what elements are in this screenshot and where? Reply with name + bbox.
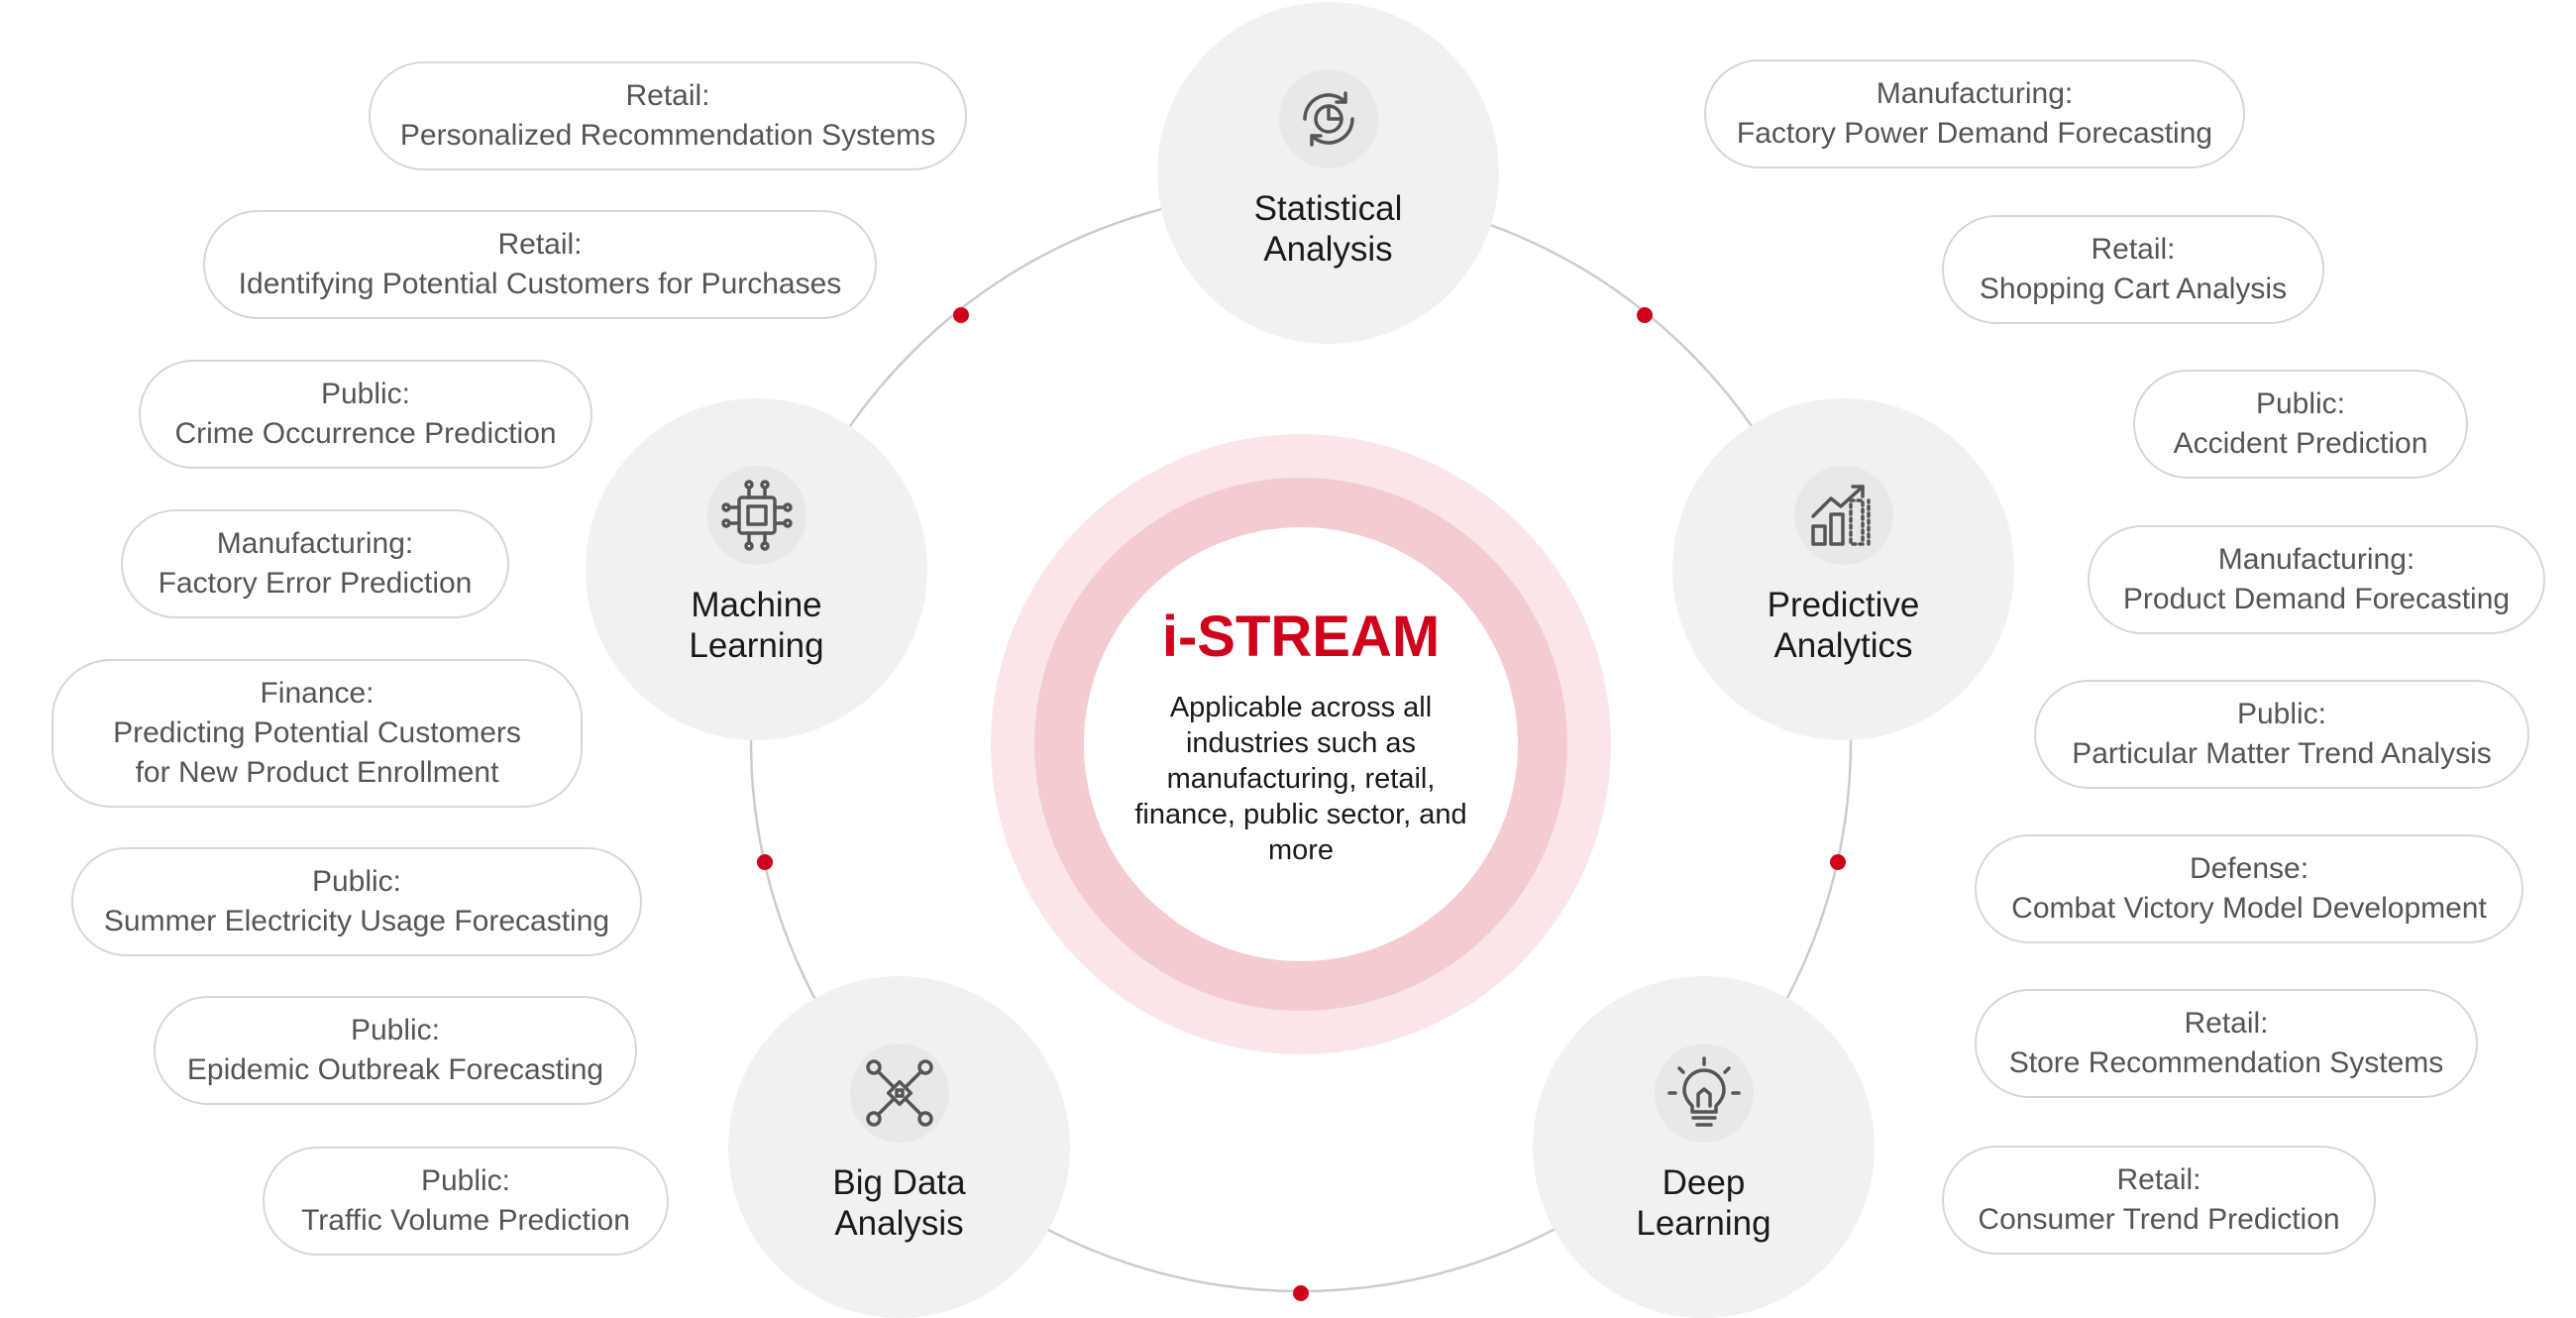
use-case-pill: Public: Traffic Volume Prediction <box>263 1147 669 1256</box>
center-description: Applicable across all industries such as… <box>1134 692 1467 866</box>
node-label: Statistical Analysis <box>1253 189 1403 269</box>
use-case-pill: Retail: Identifying Potential Customers … <box>203 210 877 319</box>
use-case-category: Retail: <box>497 228 583 261</box>
use-case-text: Epidemic Outbreak Forecasting <box>186 1053 604 1086</box>
use-case-text: Store Recommendation Systems <box>2008 1046 2444 1079</box>
node-label: Predictive Analytics <box>1767 586 1920 665</box>
use-case-text: Crime Occurrence Prediction <box>174 417 557 450</box>
use-case-category: Retail: <box>2091 233 2176 266</box>
lightbulb-icon <box>1654 1043 1754 1143</box>
use-case-pill: Defense: Combat Victory Model Developmen… <box>1975 834 2523 943</box>
network-nodes-icon <box>849 1043 949 1143</box>
node-label: Big Data Analysis <box>832 1163 966 1243</box>
use-case-category: Public: <box>320 378 411 410</box>
use-case-category: Retail: <box>625 79 710 112</box>
connector-dot <box>1637 307 1653 323</box>
use-case-category: Manufacturing: <box>1876 77 2074 110</box>
node-deep-learning: Deep Learning <box>1533 976 1875 1318</box>
use-case-pill: Public: Accident Prediction <box>2133 370 2468 479</box>
pie-chart-refresh-icon <box>1278 69 1378 168</box>
use-case-text: Factory Power Demand Forecasting <box>1736 117 2213 150</box>
use-case-category: Public: <box>420 1164 511 1197</box>
center-hub: i-STREAM Applicable across all industrie… <box>991 434 1611 1054</box>
use-case-text: Traffic Volume Prediction <box>301 1204 630 1237</box>
connector-dot <box>757 854 773 870</box>
connector-dot <box>1830 854 1846 870</box>
use-case-text: Combat Victory Model Development <box>2011 892 2487 925</box>
node-label: Deep Learning <box>1636 1163 1771 1243</box>
use-case-category: Public: <box>2255 387 2346 420</box>
use-case-text: Predicting Potential Customers for New P… <box>113 716 521 789</box>
use-case-text: Shopping Cart Analysis <box>1979 273 2288 305</box>
node-machine-learning: Machine Learning <box>586 398 927 740</box>
use-case-text: Consumer Trend Prediction <box>1978 1203 2340 1236</box>
connector-dot <box>1293 1285 1309 1301</box>
use-case-pill: Public: Crime Occurrence Prediction <box>139 360 592 469</box>
use-case-pill: Public: Particular Matter Trend Analysis <box>2034 680 2529 789</box>
use-case-text: Accident Prediction <box>2173 427 2428 460</box>
node-big-data-analysis: Big Data Analysis <box>728 976 1070 1318</box>
use-case-category: Public: <box>311 865 402 898</box>
node-label: Machine Learning <box>689 586 824 665</box>
connector-dot <box>953 307 969 323</box>
use-case-category: Finance: <box>260 677 375 710</box>
cpu-chip-icon <box>706 466 806 565</box>
use-case-pill: Retail: Personalized Recommendation Syst… <box>369 61 967 170</box>
use-case-text: Factory Error Prediction <box>158 567 473 600</box>
use-case-category: Public: <box>350 1014 441 1046</box>
use-case-text: Identifying Potential Customers for Purc… <box>238 268 842 300</box>
use-case-pill: Finance: Predicting Potential Customers … <box>52 659 583 808</box>
use-case-category: Manufacturing: <box>216 527 414 560</box>
use-case-pill: Manufacturing: Factory Power Demand Fore… <box>1704 59 2245 168</box>
use-case-pill: Retail: Shopping Cart Analysis <box>1942 215 2324 324</box>
use-case-pill: Retail: Consumer Trend Prediction <box>1942 1146 2376 1255</box>
use-case-text: Product Demand Forecasting <box>2122 583 2511 615</box>
use-case-pill: Public: Summer Electricity Usage Forecas… <box>71 847 642 956</box>
bar-chart-growth-icon <box>1793 466 1893 565</box>
use-case-pill: Manufacturing: Factory Error Prediction <box>121 509 509 618</box>
use-case-text: Summer Electricity Usage Forecasting <box>103 905 610 937</box>
center-core: i-STREAM Applicable across all industrie… <box>1084 527 1518 961</box>
use-case-text: Particular Matter Trend Analysis <box>2072 737 2492 770</box>
node-predictive-analytics: Predictive Analytics <box>1672 398 2014 740</box>
use-case-text: Personalized Recommendation Systems <box>399 119 936 152</box>
center-title: i-STREAM <box>1161 604 1441 669</box>
use-case-category: Public: <box>2236 698 2327 730</box>
use-case-category: Retail: <box>2116 1163 2201 1196</box>
use-case-pill: Retail: Store Recommendation Systems <box>1975 989 2478 1098</box>
use-case-category: Retail: <box>2184 1007 2269 1040</box>
use-case-category: Manufacturing: <box>2217 543 2415 576</box>
use-case-pill: Manufacturing: Product Demand Forecastin… <box>2088 525 2545 634</box>
use-case-category: Defense: <box>2189 852 2309 885</box>
use-case-pill: Public: Epidemic Outbreak Forecasting <box>154 996 637 1105</box>
node-statistical-analysis: Statistical Analysis <box>1157 2 1499 344</box>
